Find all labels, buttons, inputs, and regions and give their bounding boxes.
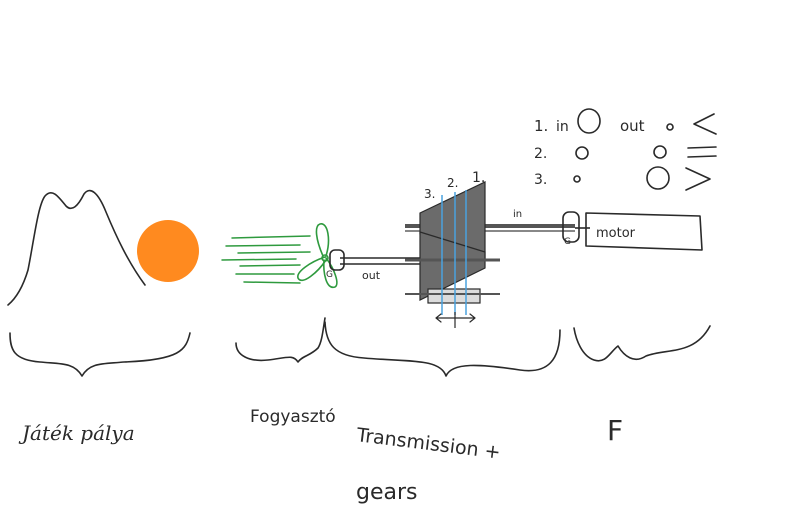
gear-assembly [405, 181, 575, 328]
legend-row2-num: 2. [534, 146, 547, 162]
mountain-shape [7, 189, 146, 306]
less-than-icon [693, 113, 717, 135]
legend-row2-in-circle [575, 146, 589, 160]
legend-row1-out-circle [666, 123, 674, 131]
equals-icon [687, 146, 717, 158]
brace-left [9, 332, 191, 377]
gears-label: gears [356, 480, 418, 505]
gear-number-2: 2. [447, 176, 458, 190]
legend-row3-out-circle [646, 166, 670, 190]
sun-circle [137, 220, 199, 282]
legend-row1-num: 1. [534, 117, 548, 135]
legend-row1-in-circle [577, 108, 601, 134]
legend-row1-in: in [556, 119, 569, 135]
in-shaft-label: in [513, 209, 522, 220]
motor-body [585, 212, 703, 251]
brace-consumer [235, 317, 326, 363]
g-left-label: G [326, 270, 333, 280]
coupling-left [329, 249, 345, 271]
output-shaft [340, 257, 420, 265]
legend-row2-out-circle [653, 145, 667, 159]
gear-number-1: 1. [472, 170, 485, 186]
transmission-label: Transmission + [354, 424, 501, 464]
consumer-label: Fogyasztó [250, 407, 336, 427]
propeller-icon [297, 223, 338, 288]
g-right-label: G [564, 237, 571, 247]
out-shaft-label: out [362, 269, 381, 282]
legend-row3-in-circle [573, 175, 581, 183]
game-field-label: Játék pálya [18, 421, 135, 445]
brace-motor [573, 325, 711, 362]
legend-row3-num: 3. [534, 172, 547, 188]
gear-number-3: 3. [424, 187, 435, 201]
legend: 1. in out 2. 3. [534, 108, 717, 191]
greater-than-icon [685, 167, 711, 191]
motor-label: motor [596, 226, 636, 241]
f-label: F [607, 414, 623, 447]
coupling-right [562, 211, 580, 243]
wind-lines [221, 235, 311, 284]
legend-row1-out: out [620, 117, 645, 135]
brace-transmission [324, 321, 561, 377]
